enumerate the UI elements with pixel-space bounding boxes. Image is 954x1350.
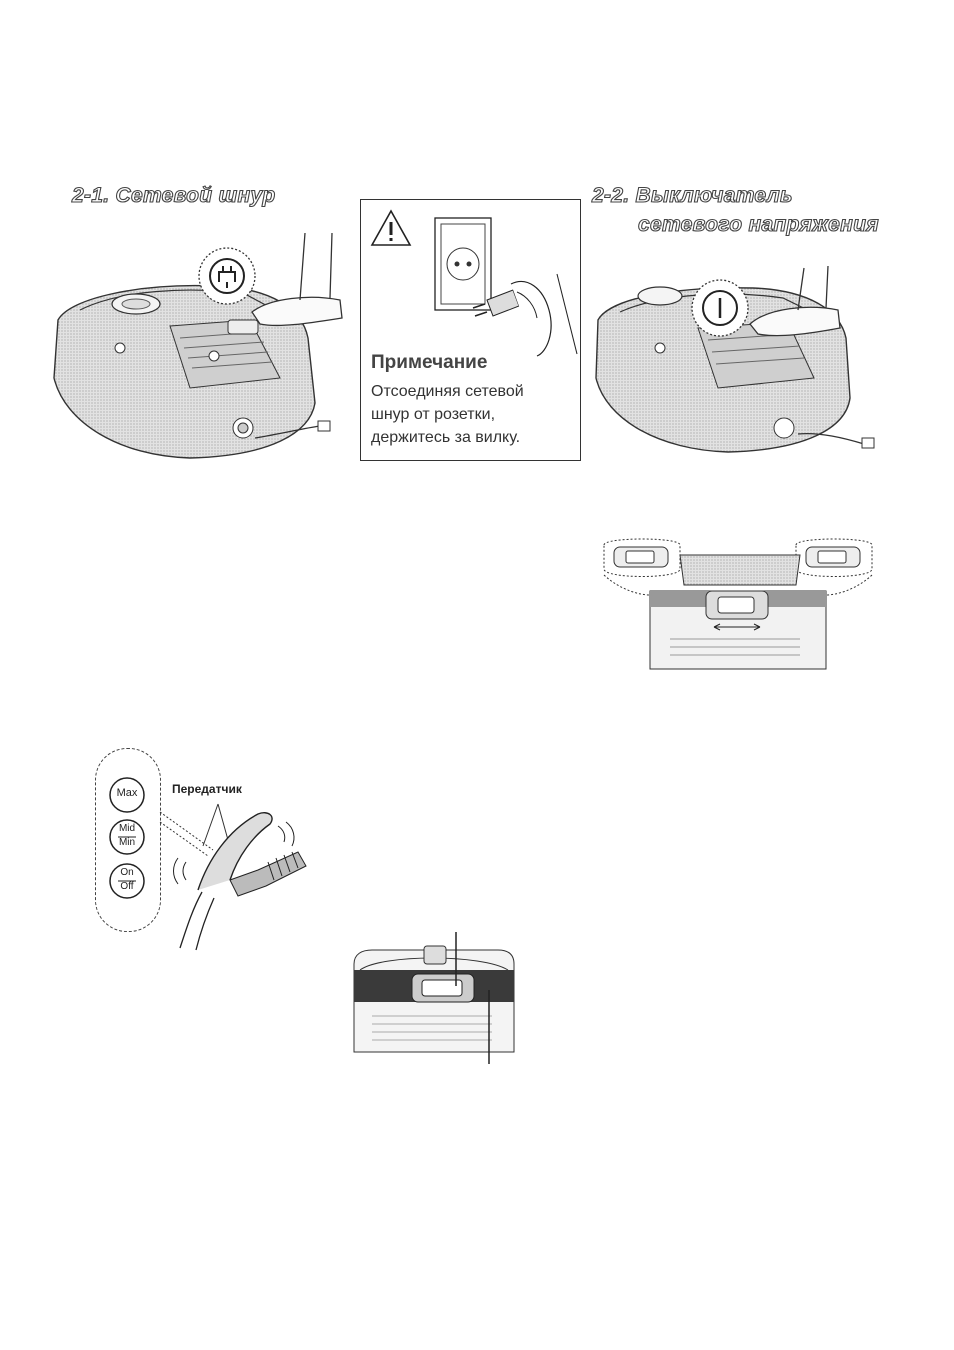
warning-icon xyxy=(369,208,413,248)
note-title: Примечание xyxy=(371,352,487,374)
transmitter-label: Передатчик xyxy=(172,782,242,796)
note-line-2: шнур от розетки, xyxy=(371,403,495,426)
socket-plug-illustration xyxy=(427,214,577,354)
on-label: On xyxy=(108,867,146,878)
note-box: Примечание Отсоединяя сетевой шнур от ро… xyxy=(360,199,581,461)
note-line-3: держитесь за вилку. xyxy=(371,426,520,449)
min-label: Min xyxy=(108,837,146,848)
max-button-label: Max xyxy=(108,787,146,799)
power-switch-heading-line1: 2-2. Выключатель xyxy=(592,184,793,208)
vacuum-cord-illustration xyxy=(40,228,340,460)
on-off-button[interactable]: On Off xyxy=(108,862,146,905)
vacuum-switch-illustration xyxy=(588,258,888,458)
indicator-detail-illustration xyxy=(600,535,878,669)
power-switch-heading-line2: сетевого напряжения xyxy=(638,213,879,237)
mid-label: Mid xyxy=(108,823,146,834)
note-line-1: Отсоединяя сетевой xyxy=(371,380,524,403)
handle-transmitter-illustration xyxy=(158,800,318,950)
off-label: Off xyxy=(108,881,146,892)
receiver-illustration xyxy=(352,940,517,1065)
mid-min-button[interactable]: Mid Min xyxy=(108,818,146,861)
power-cord-heading: 2-1. Сетевой шнур xyxy=(72,184,276,208)
max-button[interactable]: Max xyxy=(108,776,146,819)
